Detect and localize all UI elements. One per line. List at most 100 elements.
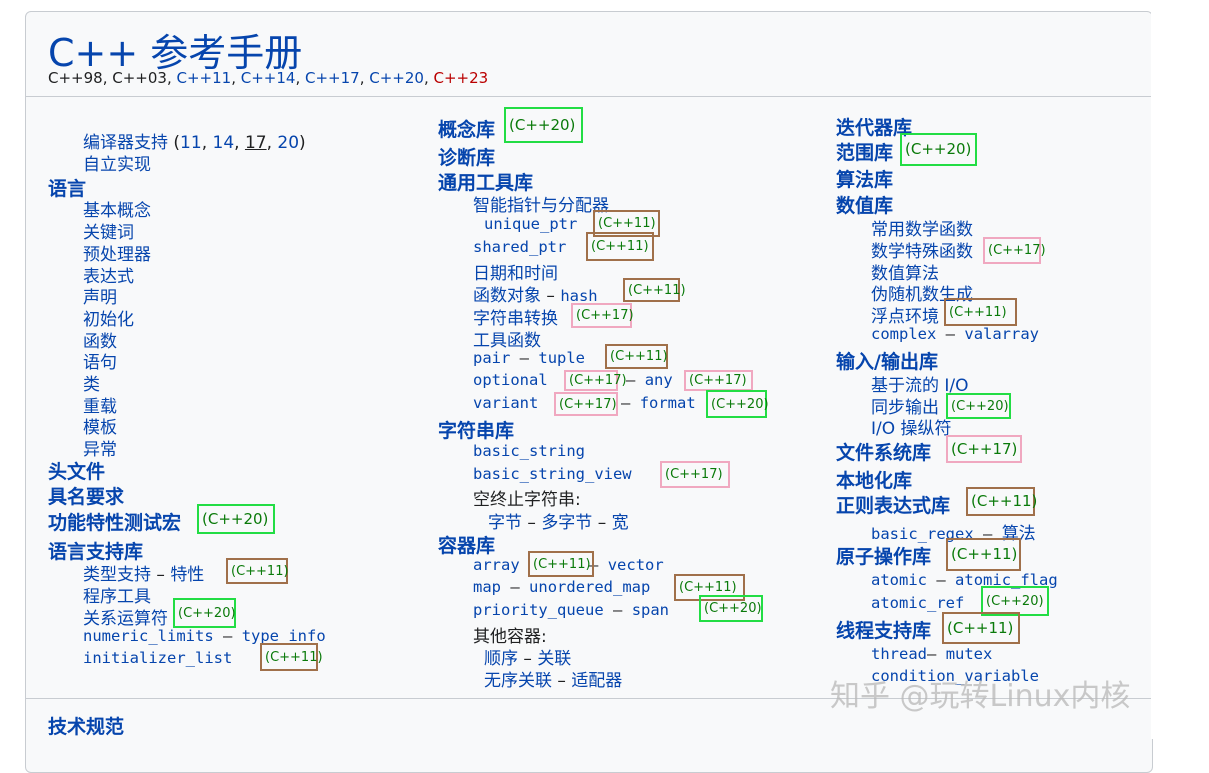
std-cpp17-link[interactable]: C++17: [305, 69, 360, 87]
array-link[interactable]: array: [473, 556, 520, 574]
std-cpp20-link[interactable]: C++20: [369, 69, 424, 87]
optional-link[interactable]: optional: [473, 371, 548, 389]
named-requirements-heading[interactable]: 具名要求: [48, 486, 125, 508]
format-link[interactable]: format: [639, 394, 696, 412]
iterators-heading[interactable]: 迭代器库: [836, 117, 913, 139]
lang-item[interactable]: 声明: [83, 288, 117, 308]
compiler-v20[interactable]: 20: [277, 133, 300, 153]
hash-link[interactable]: hash: [560, 287, 598, 305]
headers-heading[interactable]: 头文件: [48, 461, 106, 483]
tag-cpp11: (C++11): [593, 210, 660, 237]
sync-out-link[interactable]: 同步输出: [871, 398, 939, 418]
basic-string-link[interactable]: basic_string: [473, 442, 585, 460]
mutex-link[interactable]: mutex: [945, 645, 993, 663]
wide-link[interactable]: 宽: [611, 513, 629, 533]
atomic-ref-link[interactable]: atomic_ref: [871, 594, 965, 612]
utilities-heading[interactable]: 通用工具库: [438, 172, 534, 194]
io-heading[interactable]: 输入/输出库: [836, 351, 938, 373]
condvar-link[interactable]: condition_variable: [871, 667, 1039, 685]
associative-link[interactable]: 关联: [537, 649, 572, 669]
regex-heading[interactable]: 正则表达式库: [836, 495, 951, 517]
std-cpp14-link[interactable]: C++14: [240, 69, 296, 87]
variant-link[interactable]: variant: [473, 394, 539, 412]
lang-support-heading[interactable]: 语言支持库: [48, 541, 144, 563]
io-manip-link[interactable]: I/O 操纵符: [871, 419, 952, 439]
atomic-link[interactable]: atomic: [871, 571, 927, 589]
tech-specs-heading[interactable]: 技术规范: [48, 716, 125, 738]
adaptors-link[interactable]: 适配器: [571, 671, 623, 691]
std-cpp23-link[interactable]: C++23: [433, 69, 489, 87]
fenv-link[interactable]: 浮点环境: [871, 307, 939, 327]
lang-item[interactable]: 基本概念: [83, 201, 151, 221]
compiler-v17[interactable]: 17: [244, 133, 267, 153]
unordered-assoc-link[interactable]: 无序关联: [484, 671, 552, 691]
function-objects-link[interactable]: 函数对象: [473, 286, 541, 306]
multibyte-link[interactable]: 多字节: [541, 513, 593, 533]
vector-link[interactable]: vector: [607, 556, 664, 574]
relational-ops-link[interactable]: 关系运算符: [83, 609, 168, 629]
map-link[interactable]: map: [473, 578, 501, 596]
compiler-v14[interactable]: 14: [212, 133, 235, 153]
lang-item[interactable]: 函数: [83, 332, 117, 352]
program-utils-link[interactable]: 程序工具: [83, 587, 151, 607]
initializer-list-link[interactable]: initializer_list: [83, 649, 233, 667]
common-math-link[interactable]: 常用数学函数: [871, 220, 973, 240]
lang-item[interactable]: 重载: [83, 397, 117, 417]
lang-item[interactable]: 初始化: [83, 310, 134, 330]
lang-item[interactable]: 模板: [83, 418, 117, 438]
type-info-link[interactable]: type_info: [241, 627, 326, 645]
sequence-link[interactable]: 顺序: [484, 649, 518, 669]
algorithms-heading[interactable]: 算法库: [836, 169, 894, 191]
compiler-support-link[interactable]: 编译器支持: [83, 133, 168, 153]
freestanding-link[interactable]: 自立实现: [83, 155, 151, 175]
thread-heading[interactable]: 线程支持库: [836, 620, 932, 642]
complex-link[interactable]: complex: [871, 325, 937, 343]
compiler-v11[interactable]: 11: [180, 133, 202, 153]
strings-heading[interactable]: 字符串库: [438, 420, 515, 442]
any-link[interactable]: any: [644, 371, 673, 389]
string-conv-link[interactable]: 字符串转换: [473, 309, 558, 329]
lang-item[interactable]: 类: [83, 375, 100, 395]
containers-heading[interactable]: 容器库: [438, 535, 496, 557]
ranges-heading[interactable]: 范围库: [836, 142, 894, 164]
pair-link[interactable]: pair: [473, 349, 511, 367]
unique-ptr-link[interactable]: unique_ptr: [484, 215, 578, 233]
traits-link[interactable]: 特性: [170, 565, 205, 585]
lang-item[interactable]: 表达式: [83, 267, 134, 287]
tag-cpp11: (C++11): [605, 344, 668, 369]
thread-link[interactable]: thread: [871, 645, 927, 663]
std-cpp11-link[interactable]: C++11: [176, 69, 232, 87]
type-support-link[interactable]: 类型支持: [83, 565, 151, 585]
numeric-limits-link[interactable]: numeric_limits: [83, 627, 214, 645]
filesystem-heading[interactable]: 文件系统库: [836, 442, 932, 464]
lang-item[interactable]: 预处理器: [83, 245, 151, 265]
numerics-heading[interactable]: 数值库: [836, 195, 894, 217]
tuple-link[interactable]: tuple: [538, 349, 586, 367]
span-link[interactable]: span: [631, 601, 670, 619]
tag-cpp17: (C++17): [571, 303, 634, 328]
atomic-heading[interactable]: 原子操作库: [836, 546, 932, 568]
lang-item[interactable]: 异常: [83, 440, 117, 460]
basic-string-view-link[interactable]: basic_string_view: [473, 465, 632, 483]
tag-cpp11: (C++11): [260, 643, 323, 671]
utility-funcs-link[interactable]: 工具函数: [473, 331, 541, 351]
stream-io-link[interactable]: 基于流的 I/O: [871, 376, 969, 396]
atomic-flag-link[interactable]: atomic_flag: [955, 571, 1058, 589]
lang-item[interactable]: 语句: [83, 353, 117, 373]
byte-link[interactable]: 字节: [488, 513, 522, 533]
unordered-map-link[interactable]: unordered_map: [529, 578, 651, 596]
localization-heading[interactable]: 本地化库: [836, 470, 913, 492]
prng-link[interactable]: 伪随机数生成: [871, 285, 973, 305]
numeric-algos-link[interactable]: 数值算法: [871, 264, 939, 284]
feature-test-heading[interactable]: 功能特性测试宏: [48, 512, 182, 534]
priority-queue-link[interactable]: priority_queue: [473, 601, 604, 619]
datetime-link[interactable]: 日期和时间: [473, 264, 558, 284]
shared-ptr-link[interactable]: shared_ptr: [473, 238, 567, 256]
language-heading[interactable]: 语言: [48, 178, 87, 200]
smart-ptr-link[interactable]: 智能指针与分配器: [473, 196, 609, 216]
valarray-link[interactable]: valarray: [964, 325, 1040, 343]
special-math-link[interactable]: 数学特殊函数: [871, 242, 973, 262]
concepts-heading[interactable]: 概念库: [438, 119, 496, 141]
diagnostics-heading[interactable]: 诊断库: [438, 147, 496, 169]
lang-item[interactable]: 关键词: [83, 223, 134, 243]
